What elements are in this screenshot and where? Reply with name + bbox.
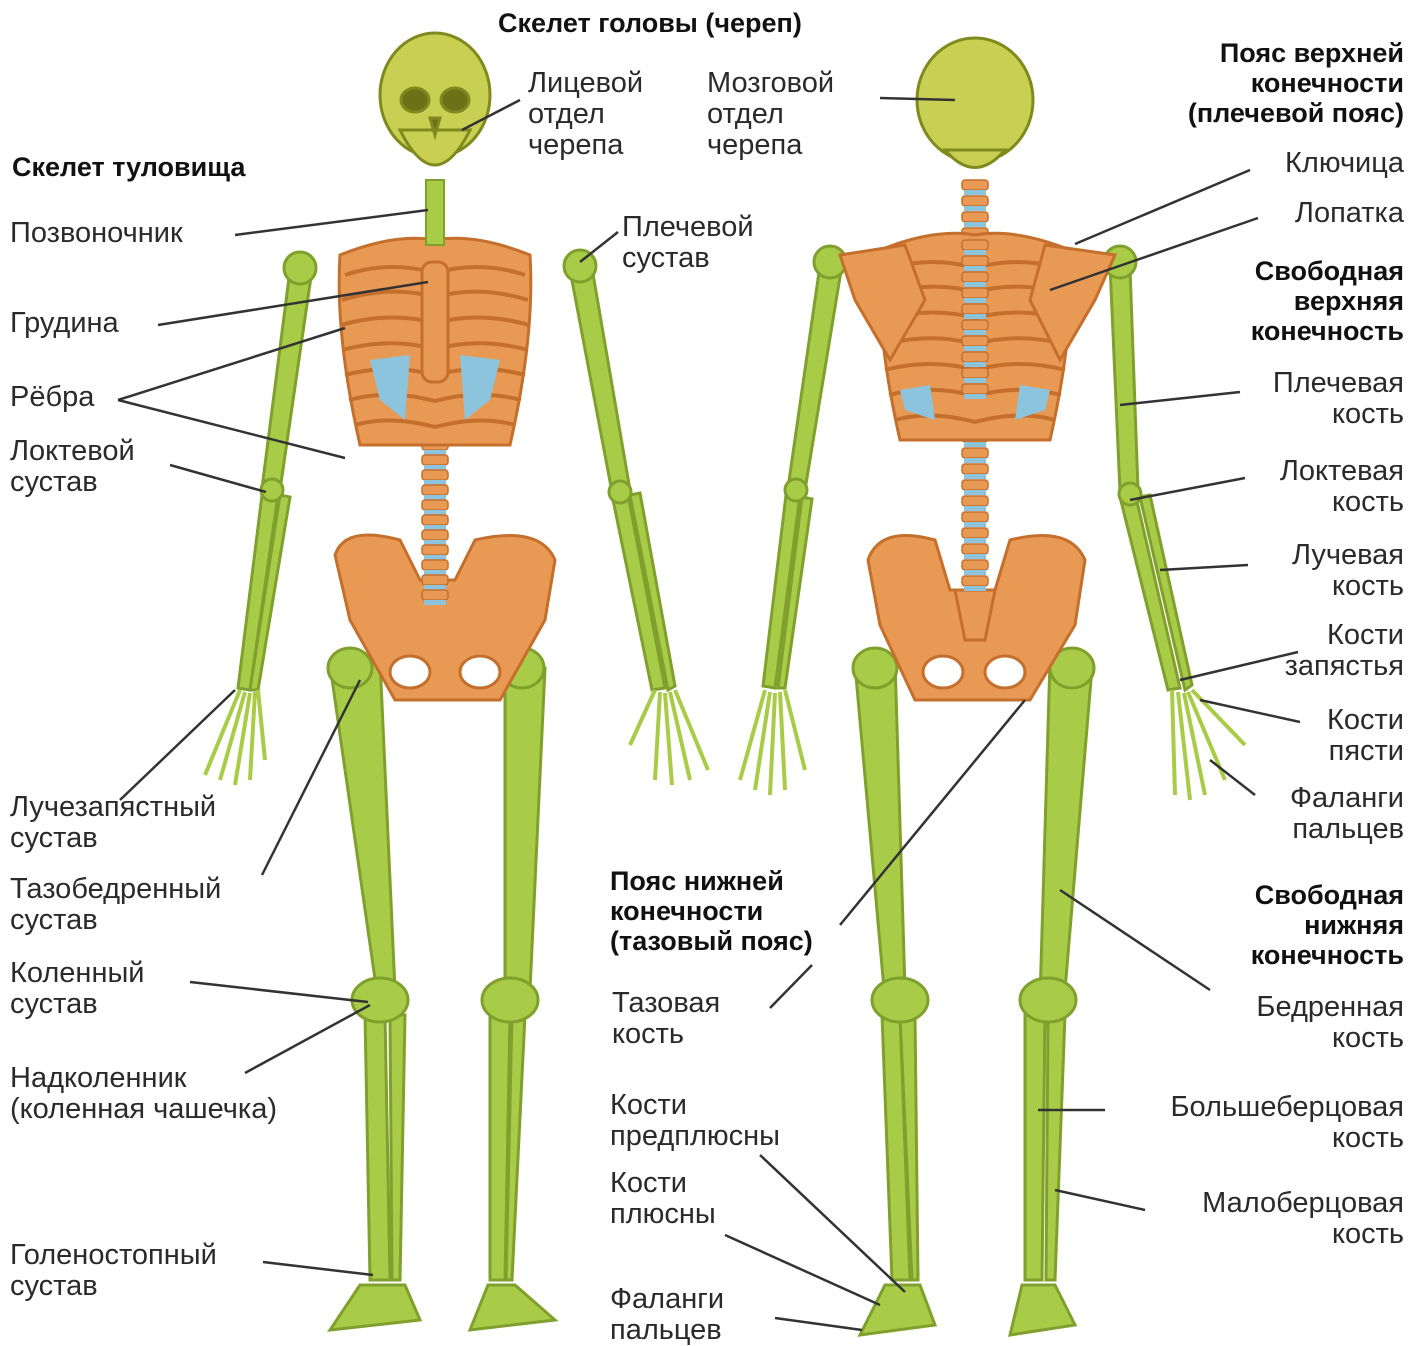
back-skeleton [740, 38, 1245, 1335]
label-metatarsals: Кости плюсны [610, 1168, 716, 1230]
label-sternum: Грудина [10, 308, 119, 339]
label-ankle-joint: Голеностопный сустав [10, 1240, 217, 1302]
label-elbow-joint: Локтевой сустав [10, 436, 135, 498]
label-humerus: Плечевая кость [1273, 368, 1404, 430]
label-finger-phalanges: Фаланги пальцев [1290, 783, 1404, 845]
label-scapula: Лопатка [1295, 198, 1404, 229]
label-knee-joint: Коленный сустав [10, 958, 145, 1020]
label-ribs: Рёбра [10, 382, 94, 413]
label-femur: Бедренная кость [1256, 992, 1404, 1054]
label-kneecap: Надколенник (коленная чашечка) [10, 1063, 277, 1125]
heading-upper-girdle: Пояс верхней конечности (плечевой пояс) [1188, 38, 1404, 128]
label-carpals: Кости запястья [1285, 620, 1404, 682]
label-wrist-joint: Лучезапястный сустав [10, 792, 216, 854]
label-hip-joint: Тазобедренный сустав [10, 874, 221, 936]
label-radius: Лучевая кость [1292, 540, 1404, 602]
label-cranial-skull: Мозговой отдел черепа [707, 68, 834, 161]
label-ulna: Локтевая кость [1280, 456, 1404, 518]
label-spine: Позвоночник [10, 218, 183, 249]
heading-lower-girdle: Пояс нижней конечности (тазовый пояс) [610, 866, 813, 956]
heading-free-lower-limb: Свободная нижняя конечность [1251, 880, 1404, 970]
heading-trunk: Скелет туловища [12, 152, 245, 182]
label-shoulder-joint: Плечевой сустав [622, 212, 754, 274]
label-facial-skull: Лицевой отдел черепа [528, 68, 643, 161]
label-metacarpals: Кости пясти [1327, 705, 1404, 767]
label-pelvic-bone: Тазовая кость [612, 988, 720, 1050]
label-toe-phalanges: Фаланги пальцев [610, 1284, 724, 1346]
heading-skull: Скелет головы (череп) [498, 8, 802, 38]
heading-free-upper-limb: Свободная верхняя конечность [1251, 256, 1404, 346]
label-clavicle: Ключица [1285, 148, 1404, 179]
label-tibia: Большеберцовая кость [1171, 1092, 1405, 1154]
label-tarsals: Кости предплюсны [610, 1090, 780, 1152]
label-fibula: Малоберцовая кость [1202, 1188, 1404, 1250]
